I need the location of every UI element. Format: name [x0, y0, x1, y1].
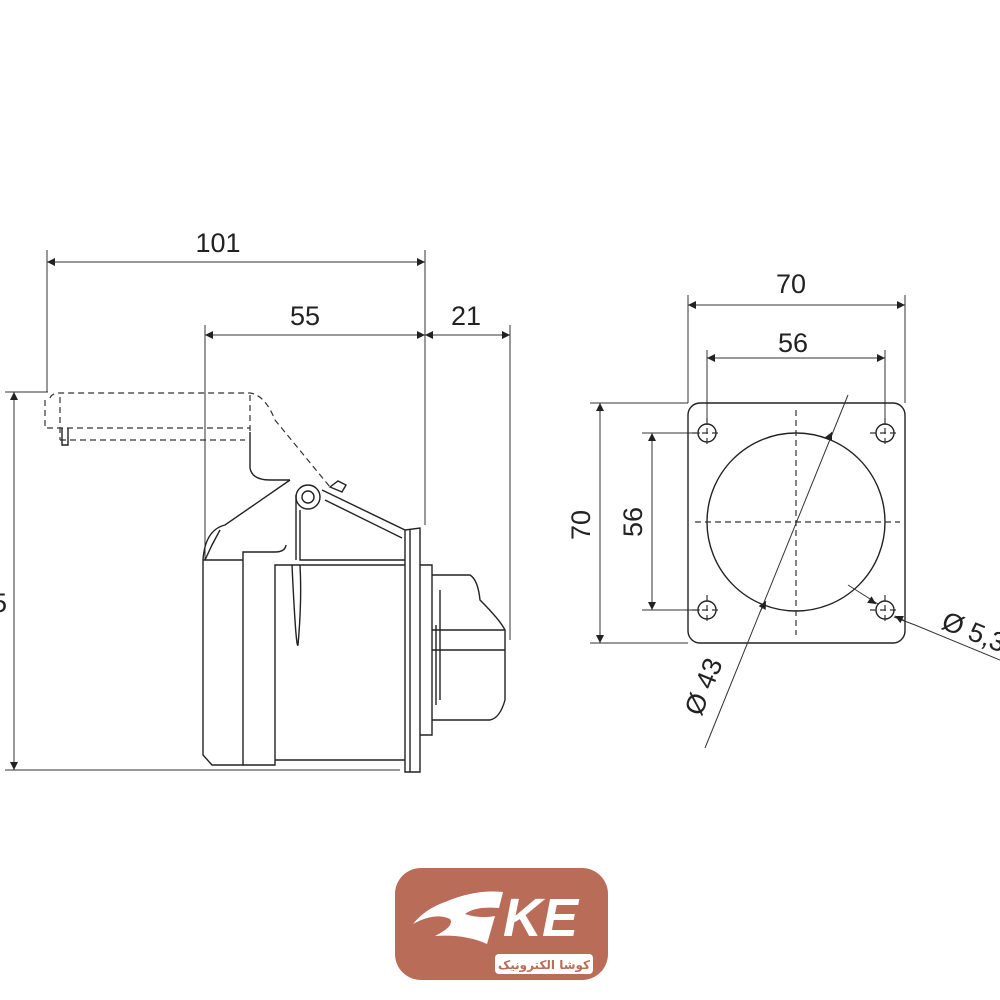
dim-55: 55: [290, 301, 320, 331]
front-view: 70 56 70 56 Ø 43 Ø 5,3: [566, 269, 1000, 749]
dim-height: 5: [0, 588, 7, 618]
brand-logo: KE کوشا الکترونیک: [395, 868, 608, 980]
logo-subtitle-band: [495, 954, 593, 974]
dim-70-height: 70: [566, 510, 596, 540]
side-view: 101 55 21 5: [0, 228, 511, 773]
logo-subtitle: کوشا الکترونیک: [498, 958, 590, 973]
dim-101: 101: [195, 228, 240, 258]
dim-hole-diameter: Ø 5,3: [938, 606, 1000, 659]
dim-56-height: 56: [618, 507, 648, 537]
dim-56-width: 56: [778, 328, 808, 358]
flame-swoosh-icon: [413, 891, 503, 944]
mounting-plate: [687, 402, 906, 644]
logo-graphic: KE کوشا الکترونیک: [413, 888, 593, 974]
dim-70-width: 70: [776, 269, 806, 299]
logo-letters: KE: [503, 888, 580, 948]
dim-21: 21: [451, 301, 481, 331]
